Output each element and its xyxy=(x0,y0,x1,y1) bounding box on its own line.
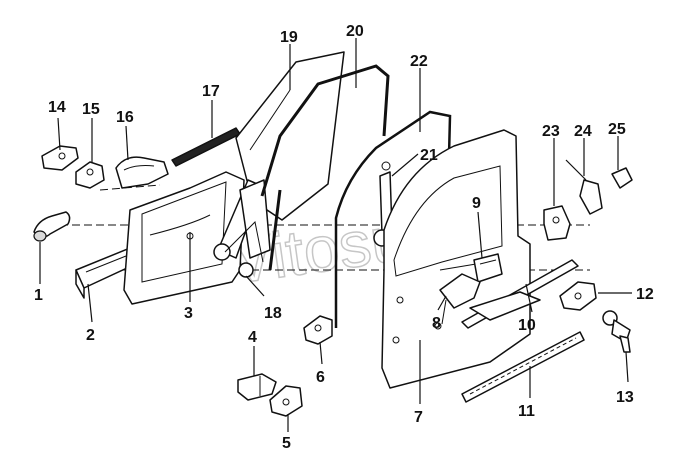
callout-16: 16 xyxy=(116,109,134,126)
callout-24: 24 xyxy=(574,123,592,140)
part-13-lock-cylinder xyxy=(602,310,631,353)
callout-21: 21 xyxy=(420,147,438,164)
callout-15: 15 xyxy=(82,101,100,118)
part-24-striker-link xyxy=(565,159,603,215)
part-22-weatherstrip xyxy=(334,110,452,328)
callout-13: 13 xyxy=(616,389,634,406)
callout-10: 10 xyxy=(518,317,536,334)
part-23-latch xyxy=(543,205,571,241)
callout-2: 2 xyxy=(86,327,95,344)
callout-7: 7 xyxy=(414,409,423,426)
callout-12: 12 xyxy=(636,286,654,303)
callout-25: 25 xyxy=(608,121,626,138)
part-9-lock-assembly xyxy=(473,253,503,283)
part-3-trim-panel xyxy=(123,171,245,305)
callout-14: 14 xyxy=(48,99,66,116)
part-1-handle xyxy=(33,211,71,242)
callout-20: 20 xyxy=(346,23,364,40)
part-17-belt-strip xyxy=(171,127,241,167)
part-6-check-link xyxy=(303,315,333,345)
part-25-striker xyxy=(611,167,633,189)
callout-9: 9 xyxy=(472,195,481,212)
part-16-pull-handle xyxy=(115,156,169,189)
part-15-bracket xyxy=(75,161,105,189)
callout-6: 6 xyxy=(316,369,325,386)
part-18-window-regulator xyxy=(213,179,271,278)
callout-17: 17 xyxy=(202,83,220,100)
part-4-hinge-upper xyxy=(237,373,277,401)
part-5-hinge-lower xyxy=(269,385,303,417)
part-8-inner-handle xyxy=(434,273,481,330)
callout-18: 18 xyxy=(264,305,282,322)
part-7-door-shell xyxy=(381,129,531,389)
part-10-outer-handle-rod xyxy=(461,259,579,329)
callout-5: 5 xyxy=(282,435,291,452)
leader-lines xyxy=(39,38,632,432)
callout-4: 4 xyxy=(248,329,257,346)
callout-23: 23 xyxy=(542,123,560,140)
callout-3: 3 xyxy=(184,305,193,322)
callout-1: 1 xyxy=(34,287,43,304)
part-20-glass-run xyxy=(260,64,390,271)
callout-22: 22 xyxy=(410,53,428,70)
part-11-door-molding xyxy=(461,331,585,403)
part-12-outer-handle xyxy=(559,281,597,311)
callout-11: 11 xyxy=(518,403,535,420)
callout-19: 19 xyxy=(280,29,298,46)
callout-labels: 1 2 3 4 5 6 7 8 9 10 11 12 13 14 15 16 1… xyxy=(34,23,654,452)
callout-8: 8 xyxy=(432,315,441,332)
